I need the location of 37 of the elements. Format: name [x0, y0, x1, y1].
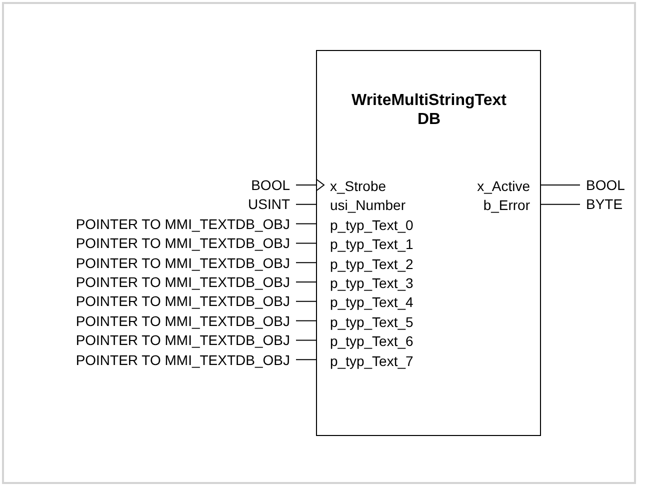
data-type-label: POINTER TO MMI_TEXTDB_OBJ	[76, 216, 290, 232]
data-type-label: POINTER TO MMI_TEXTDB_OBJ	[76, 312, 290, 329]
pin-name: p_typ_Text_3	[330, 275, 414, 291]
data-type-label: POINTER TO MMI_TEXTDB_OBJ	[76, 254, 290, 271]
pin-name: x_Active	[477, 178, 530, 194]
pin-name: p_typ_Text_7	[330, 352, 414, 369]
pin-name: b_Error	[483, 197, 530, 214]
connector-line	[296, 300, 316, 302]
connector-line	[296, 359, 316, 360]
pin-name: p_typ_Text_6	[330, 333, 414, 350]
pin-name: p_typ_Text_1	[330, 236, 414, 252]
data-type-label: POINTER TO MMI_TEXTDB_OBJ	[76, 293, 290, 310]
data-type-label: BYTE	[586, 196, 623, 212]
connector-line	[296, 320, 316, 322]
pin-name: p_typ_Text_5	[330, 314, 414, 330]
pin-name: usi_Number	[330, 197, 406, 214]
connector-line	[296, 340, 316, 341]
function-block	[316, 50, 541, 436]
data-type-label: BOOL	[586, 177, 625, 193]
pin-name: x_Strobe	[330, 178, 386, 194]
pin-name: p_typ_Text_4	[330, 294, 414, 310]
data-type-label: POINTER TO MMI_TEXTDB_OBJ	[76, 352, 290, 368]
pin-name: p_typ_Text_0	[330, 216, 414, 233]
data-type-label: USINT	[248, 196, 290, 212]
block-title: WriteMultiStringText DB	[350, 91, 508, 129]
connector-line	[296, 178, 324, 192]
data-type-label: BOOL	[251, 177, 290, 193]
connector-line	[540, 204, 580, 205]
pin-name: p_typ_Text_2	[330, 256, 414, 272]
connector-line	[296, 262, 316, 264]
connector-line	[296, 223, 316, 224]
data-type-label: POINTER TO MMI_TEXTDB_OBJ	[76, 274, 290, 290]
connector-line	[296, 204, 316, 205]
connector-line	[296, 242, 316, 244]
connector-line	[540, 184, 580, 186]
data-type-label: POINTER TO MMI_TEXTDB_OBJ	[76, 235, 290, 252]
data-type-label: POINTER TO MMI_TEXTDB_OBJ	[76, 332, 290, 348]
